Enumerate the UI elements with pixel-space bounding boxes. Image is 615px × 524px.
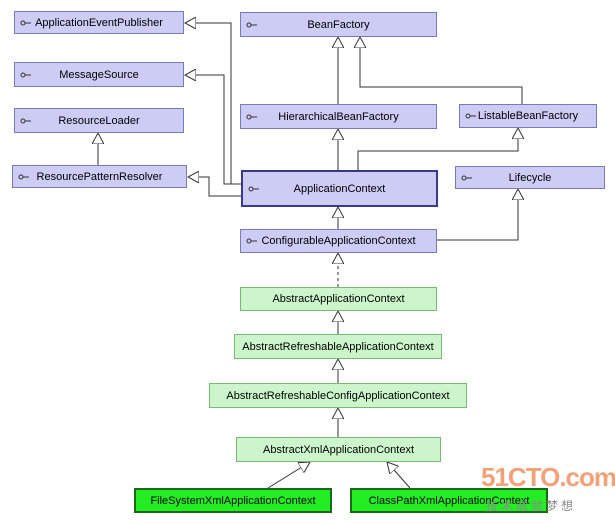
node-resource-pattern-resolver[interactable]: ResourcePatternResolver [12, 165, 187, 188]
node-abstract-application-context[interactable]: AbstractApplicationContext [240, 287, 437, 311]
interface-icon [20, 20, 31, 25]
node-label: ClassPathXmlApplicationContext [368, 494, 530, 507]
node-label: MessageSource [59, 68, 139, 81]
node-label: FileSystemXmlApplicationContext [150, 494, 316, 507]
edge-ac-ms [185, 75, 241, 185]
node-bean-factory[interactable]: BeanFactory [240, 12, 437, 37]
node-label: ConfigurableApplicationContext [261, 235, 416, 247]
node-application-event-publisher[interactable]: ApplicationEventPublisher [14, 11, 184, 34]
interface-icon [248, 186, 259, 191]
node-listable-bean-factory[interactable]: ListableBeanFactory [459, 104, 597, 128]
edge-lbf-bf [360, 37, 523, 104]
node-abstract-refreshable-config-application-context[interactable]: AbstractRefreshableConfigApplicationCont… [209, 383, 467, 408]
node-label: AbstractRefreshableConfigApplicationCont… [226, 389, 450, 402]
node-file-system-xml-application-context[interactable]: FileSystemXmlApplicationContext [134, 488, 332, 513]
node-label: ApplicationContext [293, 182, 386, 195]
edge-fsx-axac [267, 462, 310, 489]
watermark-logo: 51CTO.com [481, 462, 615, 492]
interface-icon [461, 175, 472, 180]
node-label: AbstractXmlApplicationContext [262, 443, 414, 456]
watermark-tagline: 技术成就梦想 [486, 499, 577, 513]
edge-ac-lbf [357, 128, 518, 170]
node-class-path-xml-application-context[interactable]: ClassPathXmlApplicationContext [350, 488, 548, 513]
node-label: Lifecycle [508, 171, 552, 184]
interface-icon [18, 174, 29, 179]
interface-icon [465, 113, 476, 119]
node-application-context[interactable]: ApplicationContext [241, 170, 438, 207]
node-abstract-refreshable-application-context[interactable]: AbstractRefreshableApplicationContext [234, 334, 442, 359]
node-label: BeanFactory [307, 18, 370, 31]
edge-ac-rpr [188, 177, 241, 197]
node-label: HierarchicalBeanFactory [278, 110, 399, 123]
node-resource-loader[interactable]: ResourceLoader [14, 108, 184, 133]
node-lifecycle[interactable]: Lifecycle [455, 166, 605, 189]
node-configurable-application-context[interactable]: ConfigurableApplicationContext [240, 229, 437, 253]
node-hierarchical-bean-factory[interactable]: HierarchicalBeanFactory [240, 104, 437, 129]
node-label: AbstractApplicationContext [272, 293, 405, 305]
node-label: ResourceLoader [58, 114, 140, 127]
edge-cpx-axac [387, 462, 411, 489]
interface-icon [246, 114, 257, 119]
node-label: AbstractRefreshableApplicationContext [242, 340, 434, 353]
interface-icon [20, 118, 31, 123]
edge-cac-lc [437, 189, 518, 241]
node-label: ListableBeanFactory [477, 110, 579, 122]
edge-ac-aep [185, 23, 241, 185]
interface-icon [246, 22, 257, 27]
interface-icon [20, 72, 31, 77]
node-abstract-xml-application-context[interactable]: AbstractXmlApplicationContext [236, 437, 441, 462]
node-label: ApplicationEventPublisher [35, 16, 163, 29]
node-label: ResourcePatternResolver [36, 170, 163, 183]
interface-icon [246, 238, 257, 244]
node-message-source[interactable]: MessageSource [14, 62, 184, 87]
